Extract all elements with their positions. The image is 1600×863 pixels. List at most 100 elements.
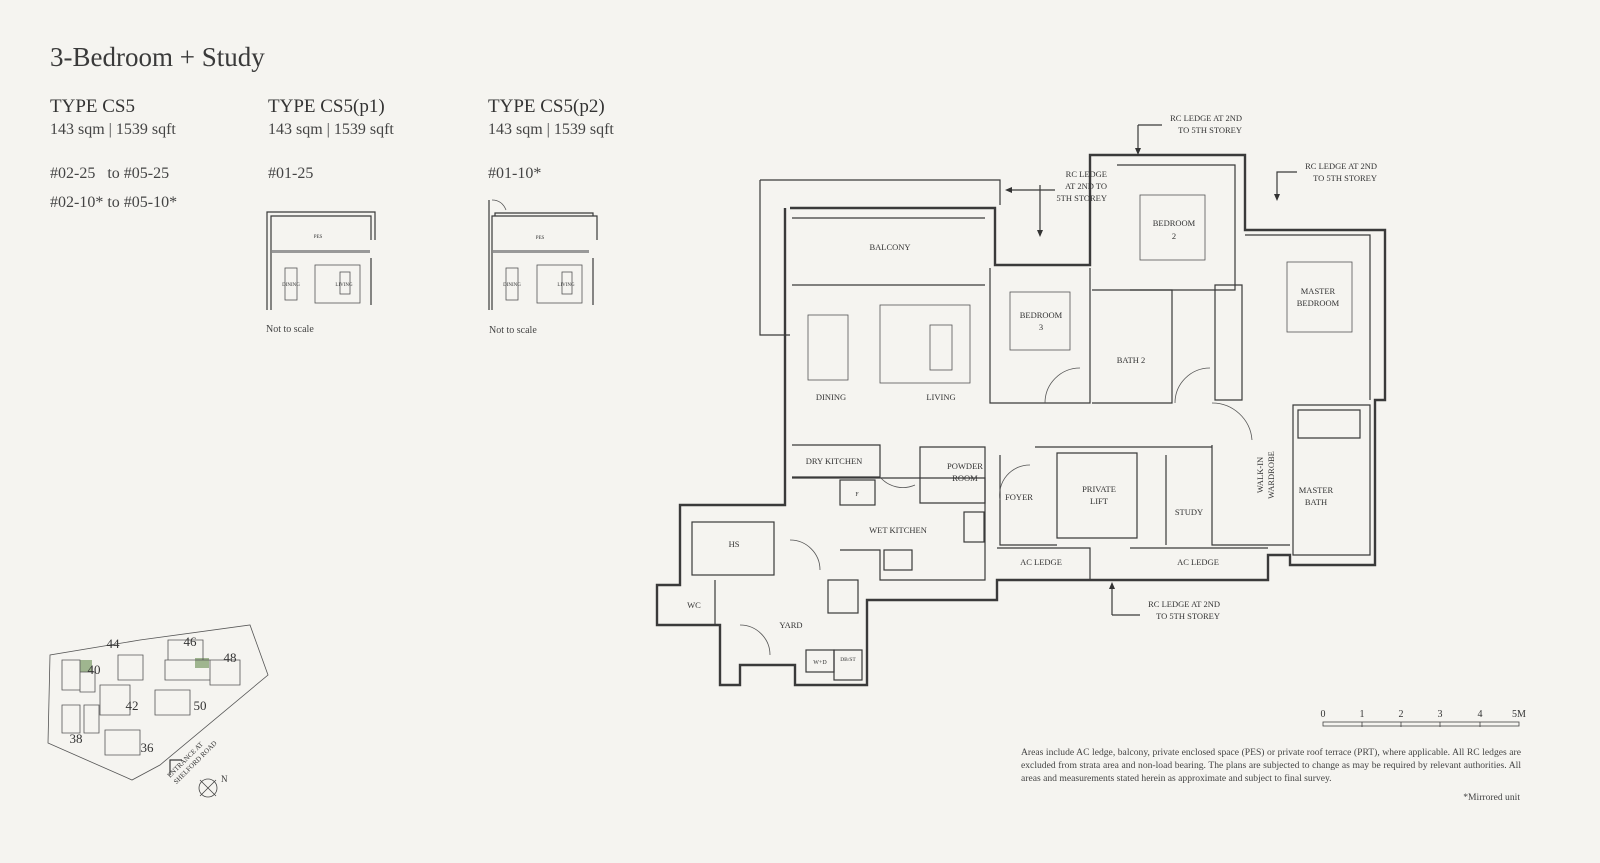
plan-shape — [792, 217, 985, 286]
not-to-scale-note: Not to scale — [489, 325, 537, 336]
plan-shape — [1092, 289, 1173, 404]
plan-shape — [284, 267, 298, 301]
plan-shape — [1286, 261, 1353, 333]
plan-label: 0 — [1321, 709, 1326, 720]
plan-label: 2 — [1399, 709, 1404, 720]
plan-label: AC LEDGE — [1020, 557, 1062, 567]
plan-shape — [561, 271, 573, 295]
plan-shape — [883, 549, 913, 571]
plan-label: BEDROOM — [1153, 218, 1196, 228]
plan-label: 42 — [126, 698, 139, 713]
plan-label: TO 5TH STOREY — [1313, 173, 1377, 183]
plan-label: 50 — [194, 698, 207, 713]
plan-label: DINING — [816, 392, 846, 402]
plan-label: DRY KITCHEN — [806, 456, 863, 466]
plan-label: DB/ST — [840, 657, 856, 663]
plan-shape — [1211, 445, 1290, 546]
plan-shape — [47, 624, 269, 781]
plan-shape — [1117, 164, 1236, 291]
rc-ledge-note-bottom: RC LEDGE AT 2ND TO 5TH STOREY — [1148, 599, 1220, 621]
plan-shape — [1214, 284, 1243, 401]
plan-shape — [1005, 187, 1012, 193]
plan-label: AC LEDGE — [1177, 557, 1219, 567]
plan-label: DINING — [282, 283, 300, 288]
plan-shape — [792, 444, 881, 478]
plan-shape — [488, 200, 598, 310]
plan-label: 4 — [1478, 709, 1483, 720]
plan-shape — [199, 779, 217, 797]
plan-shape — [80, 660, 92, 672]
type-area: 143 sqm | 1539 sqft — [50, 121, 176, 138]
plan-label: 36 — [141, 740, 155, 755]
plan-shape — [997, 455, 1268, 580]
plan-shape — [169, 759, 182, 775]
not-to-scale-note: Not to scale — [266, 324, 314, 335]
scale-bar: 0 1 2 3 4 5M — [1321, 709, 1526, 727]
plan-label: WALK-IN — [1255, 457, 1265, 493]
plan-shape — [739, 367, 1253, 656]
plan-label: MASTER — [1299, 485, 1334, 495]
type-name: TYPE CS5(p2) — [488, 96, 605, 117]
plan-label: W+D — [813, 660, 827, 666]
unit-range: #01-25 — [268, 165, 314, 182]
keyplan-p1: PES DINING LIVING — [266, 211, 376, 310]
type-name: TYPE CS5 — [50, 96, 135, 117]
plan-shape — [833, 649, 863, 681]
plan-label: LIVING — [926, 392, 955, 402]
plan-label: WC — [687, 600, 701, 610]
plan-shape — [929, 324, 953, 371]
plan-label: 3 — [1438, 709, 1443, 720]
type-name: TYPE CS5(p1) — [268, 96, 385, 117]
plan-shape — [61, 639, 241, 756]
unit-numbers: #02-25 to #05-25 #02-10* to #05-10* — [50, 159, 177, 217]
plan-shape — [807, 314, 849, 381]
plan-label: 3 — [1039, 322, 1043, 332]
plan-label: POWDER — [947, 461, 983, 471]
plan-shape — [1109, 582, 1115, 589]
page-title: 3-Bedroom + Study — [50, 42, 265, 72]
unit-range: #02-10* to #05-10* — [50, 194, 178, 211]
plan-shape — [314, 264, 361, 304]
plan-label: RC LEDGE AT 2ND — [1170, 113, 1242, 123]
plan-shape — [491, 199, 507, 211]
plan-shape — [1361, 722, 1481, 727]
plan-label: RC LEDGE AT 2ND — [1148, 599, 1220, 609]
plan-shape — [266, 211, 376, 310]
plan-label: 1 — [1360, 709, 1365, 720]
plan-label: 2 — [1172, 231, 1176, 241]
plan-shape — [792, 477, 986, 581]
plan-shape — [272, 250, 370, 253]
plan-label: HS — [729, 539, 740, 549]
plan-shape — [505, 267, 519, 301]
plan-label: BEDROOM — [1297, 298, 1340, 308]
plan-label: F — [855, 492, 859, 498]
plan-label: BEDROOM — [1020, 310, 1063, 320]
floor-plan: BALCONY DINING LIVING BEDROOM 3 BATH 2 B… — [655, 113, 1387, 687]
plan-label: PES — [314, 235, 323, 240]
plan-label: 48 — [224, 650, 237, 665]
plan-shape — [195, 658, 209, 668]
plan-shape — [1037, 230, 1043, 237]
plan-shape — [1137, 124, 1162, 152]
plan-shape — [1010, 185, 1055, 235]
plan-shape — [1322, 721, 1520, 727]
plan-shape — [879, 304, 971, 384]
plan-label: BATH 2 — [1117, 355, 1146, 365]
plan-label: N — [221, 774, 228, 784]
plan-shape — [1111, 585, 1140, 616]
plan-shape — [1009, 291, 1071, 351]
disclaimer-text: Areas include AC ledge, balcony, private… — [1021, 747, 1521, 784]
plan-label: TO 5TH STOREY — [1156, 611, 1220, 621]
plan-label: YARD — [779, 620, 802, 630]
plan-shape — [759, 179, 1001, 336]
plan-shape — [691, 521, 775, 576]
plan-label: LIFT — [1090, 496, 1109, 506]
plan-label: LIVING — [335, 283, 353, 288]
plan-label: BATH — [1305, 497, 1327, 507]
plan-shape: ENTRANCE AT SHELFORD ROAD — [166, 739, 219, 786]
plan-shape — [536, 264, 583, 304]
plan-shape — [827, 579, 859, 614]
